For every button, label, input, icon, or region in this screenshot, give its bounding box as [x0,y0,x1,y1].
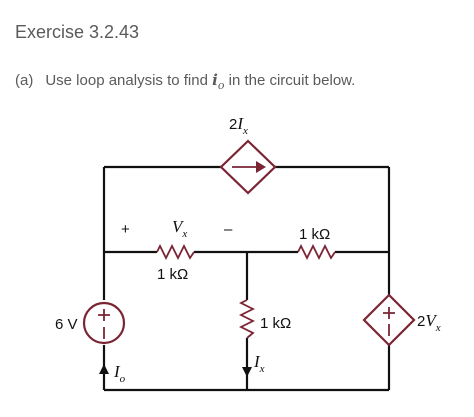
ix-arrow-icon [242,367,252,377]
question-text-after: in the circuit below. [228,72,356,89]
io-arrow-icon [99,364,109,374]
resistor-top-right [297,243,336,261]
io-sub: o [120,373,126,385]
dependent-voltage-source [362,293,416,347]
ix-sub: x [259,363,265,375]
resistor-top-right-label: 1 kΩ [299,226,330,243]
voltage-source-6v [82,301,126,345]
dependent-voltage-plus-sign [383,307,395,319]
current-sub: x [242,125,248,137]
voltage-coef: 2 [417,313,425,330]
resistor-middle [238,299,256,339]
question-variable-subscript: o [217,79,225,92]
vx-label: Vx [172,217,187,240]
vx-var: V [172,217,185,236]
vx-minus: – [224,221,233,238]
voltage-source-label: 6 V [55,316,78,333]
question-part-label: (a) [15,72,34,89]
current-var: I [236,114,244,133]
io-label: Io [113,362,126,385]
question-text-before: Use loop analysis to find [45,72,208,89]
dependent-current-label: 2Ix [229,114,248,137]
question-text: (a) Use loop analysis to find io in the c… [15,71,356,92]
vx-sub: x [181,228,187,240]
voltage-sub: x [435,322,441,334]
vx-plus: + [121,221,130,238]
question-variable: i [212,71,218,89]
voltage-var: V [425,311,438,330]
ix-label: Ix [253,352,265,375]
current-arrow-head-icon [256,161,266,173]
resistor-top-left-label: 1 kΩ [157,266,188,283]
current-coef: 2 [229,116,237,133]
resistor-middle-label: 1 kΩ [260,315,291,332]
exercise-title: Exercise 3.2.43 [15,22,140,42]
voltage-source-plus-sign [98,309,110,321]
resistor-top-left [156,243,195,261]
io-var: I [113,362,121,381]
dependent-voltage-label: 2Vx [417,311,441,334]
ix-var: I [253,352,261,371]
